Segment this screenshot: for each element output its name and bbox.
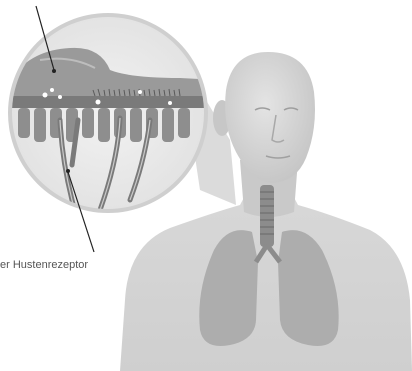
trachea xyxy=(260,185,274,247)
leader-dot-receptor xyxy=(66,169,70,173)
leader-dot-top xyxy=(52,69,56,73)
epithelial-cells xyxy=(18,108,190,142)
receptor-label: er Hustenrezeptor xyxy=(0,259,88,271)
head xyxy=(225,52,315,183)
cilia-band xyxy=(10,96,220,108)
